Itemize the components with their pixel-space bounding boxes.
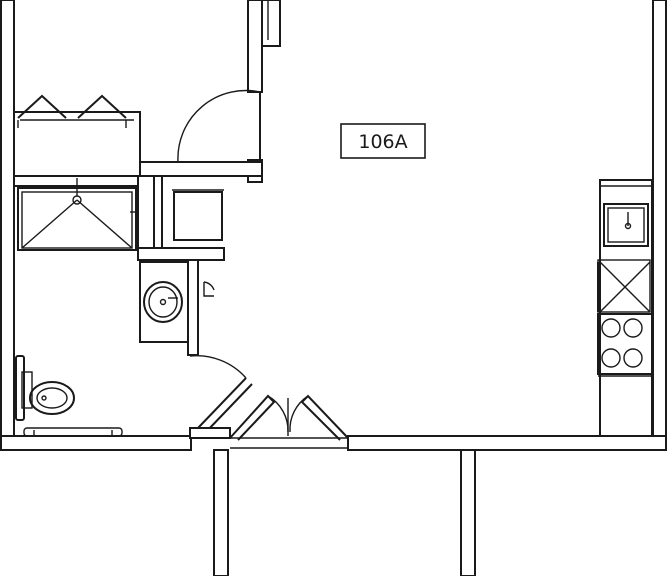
bath-top-wall <box>13 175 139 187</box>
closet-shelf-inner <box>20 120 134 176</box>
bath-door-jamb <box>189 427 231 439</box>
toilet <box>15 355 75 421</box>
corridor-wall-right <box>460 449 476 576</box>
unit-label: 106A <box>340 123 426 159</box>
corridor-wall-left <box>213 449 229 576</box>
corridor-walls <box>213 449 476 576</box>
closet-bifold-doors <box>17 94 127 128</box>
bedroom-door <box>177 89 261 163</box>
kitchen-sink <box>603 203 649 247</box>
burner-icon <box>623 318 643 338</box>
bath-partition-upper <box>137 175 155 253</box>
closet-vertical-wall <box>247 0 263 93</box>
bath-partition-cap <box>137 247 225 261</box>
closet-horizontal-wall <box>139 161 263 177</box>
right-exterior-wall <box>652 0 667 451</box>
closet-jamb-top <box>261 0 281 47</box>
shower <box>17 178 137 251</box>
bathroom-walls <box>13 175 225 356</box>
range-stove <box>597 313 653 375</box>
left-exterior-wall <box>0 0 15 451</box>
bath-wall-vertical <box>187 254 199 356</box>
kitchen-counter <box>597 179 653 437</box>
entry-double-doors <box>229 394 349 441</box>
bottom-wall-left <box>0 435 192 451</box>
bath-vent <box>23 427 123 437</box>
bath-wall-box <box>153 175 163 249</box>
bottom-wall-right <box>347 435 667 451</box>
burner-icon <box>601 348 621 368</box>
burner-icon <box>601 318 621 338</box>
burner-icon <box>623 348 643 368</box>
bathroom-sink <box>139 261 189 343</box>
towel-bar <box>203 282 214 297</box>
bathroom-door <box>189 354 253 439</box>
storage-cube <box>173 191 223 241</box>
exterior-walls <box>0 0 667 451</box>
unit-label-text: 106A <box>358 131 407 153</box>
